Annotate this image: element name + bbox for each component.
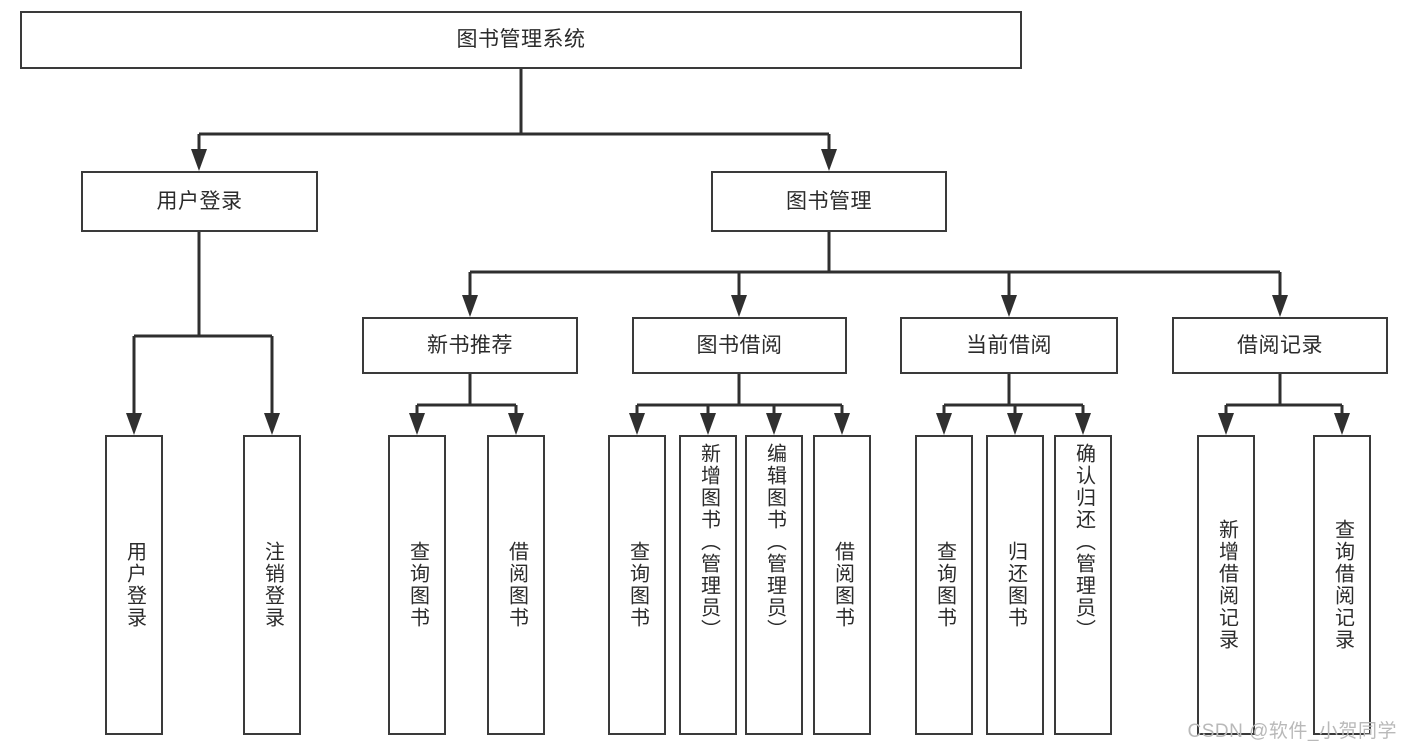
arrowhead-icon-root-to-level1-1 <box>821 149 837 171</box>
node-borrow-record[interactable]: 借阅记录 <box>1172 317 1388 374</box>
arrowhead-icon-bookmgmt-to-level2-1 <box>731 295 747 317</box>
node-label: 归还图书 <box>1004 541 1027 629</box>
arrowhead-icon-borrowrecord-to-leaves-1 <box>1334 413 1350 435</box>
arrowhead-icon-newbook-to-leaves-1 <box>508 413 524 435</box>
node-label: 查询图书 <box>933 541 956 629</box>
node-label: 借阅记录 <box>1237 333 1323 357</box>
leaf-leaf-borrow-book-new[interactable]: 借阅图书 <box>487 435 545 735</box>
node-label: 用户登录 <box>123 541 146 629</box>
node-label: 图书管理系统 <box>456 28 586 52</box>
leaf-leaf-query-book-current[interactable]: 查询图书 <box>915 435 973 735</box>
leaf-leaf-borrow-book-borrow[interactable]: 借阅图书 <box>813 435 871 735</box>
leaf-leaf-return-book[interactable]: 归还图书 <box>986 435 1044 735</box>
node-label: 图书借阅 <box>696 333 783 357</box>
arrowhead-icon-root-to-level1-0 <box>191 149 207 171</box>
arrowhead-icon-bookmgmt-to-level2-2 <box>1001 295 1017 317</box>
arrowhead-icon-bookborrow-to-leaves-0 <box>629 413 645 435</box>
leaf-leaf-query-borrow-record[interactable]: 查询借阅记录 <box>1313 435 1371 735</box>
leaf-leaf-edit-book-admin[interactable]: 编辑图书（管理员） <box>745 435 803 735</box>
node-label: 新增图书（管理员） <box>697 443 720 641</box>
node-label: 用户登录 <box>156 189 243 213</box>
node-user-login[interactable]: 用户登录 <box>81 171 318 232</box>
arrowhead-icon-userlogin-to-leaves-0 <box>126 413 142 435</box>
arrowhead-icon-currentborrow-to-leaves-0 <box>936 413 952 435</box>
arrowhead-icon-bookborrow-to-leaves-2 <box>766 413 782 435</box>
arrowhead-icon-bookmgmt-to-level2-3 <box>1272 295 1288 317</box>
node-label: 查询图书 <box>406 541 429 629</box>
leaf-leaf-user-logout[interactable]: 注销登录 <box>243 435 301 735</box>
arrowhead-icon-userlogin-to-leaves-1 <box>264 413 280 435</box>
leaf-leaf-add-book-admin[interactable]: 新增图书（管理员） <box>679 435 737 735</box>
node-new-book-recommend[interactable]: 新书推荐 <box>362 317 578 374</box>
arrowhead-icon-bookmgmt-to-level2-0 <box>462 295 478 317</box>
arrowhead-icon-bookborrow-to-leaves-1 <box>700 413 716 435</box>
node-label: 图书管理 <box>786 189 872 213</box>
node-label: 注销登录 <box>261 541 284 629</box>
node-label: 当前借阅 <box>966 333 1052 357</box>
node-label: 借阅图书 <box>505 541 528 629</box>
node-root[interactable]: 图书管理系统 <box>20 11 1022 69</box>
arrowhead-icon-currentborrow-to-leaves-2 <box>1075 413 1091 435</box>
node-label: 借阅图书 <box>831 541 854 629</box>
leaf-leaf-query-book-new[interactable]: 查询图书 <box>388 435 446 735</box>
leaf-leaf-add-borrow-record[interactable]: 新增借阅记录 <box>1197 435 1255 735</box>
node-label: 查询借阅记录 <box>1331 519 1354 651</box>
node-label: 查询图书 <box>626 541 649 629</box>
node-label: 编辑图书（管理员） <box>763 443 786 641</box>
node-book-management[interactable]: 图书管理 <box>711 171 947 232</box>
watermark-text: CSDN @软件_小贺同学 <box>1187 721 1397 742</box>
leaf-leaf-query-book-borrow[interactable]: 查询图书 <box>608 435 666 735</box>
node-label: 确认归还（管理员） <box>1072 443 1095 641</box>
arrowhead-icon-borrowrecord-to-leaves-0 <box>1218 413 1234 435</box>
leaf-leaf-confirm-return-admin[interactable]: 确认归还（管理员） <box>1054 435 1112 735</box>
node-label: 新书推荐 <box>427 333 513 357</box>
node-current-borrow[interactable]: 当前借阅 <box>900 317 1118 374</box>
arrowhead-icon-bookborrow-to-leaves-3 <box>834 413 850 435</box>
node-book-borrow[interactable]: 图书借阅 <box>632 317 847 374</box>
arrowhead-icon-newbook-to-leaves-0 <box>409 413 425 435</box>
node-label: 新增借阅记录 <box>1215 519 1238 651</box>
leaf-leaf-user-login[interactable]: 用户登录 <box>105 435 163 735</box>
arrowhead-icon-currentborrow-to-leaves-1 <box>1007 413 1023 435</box>
